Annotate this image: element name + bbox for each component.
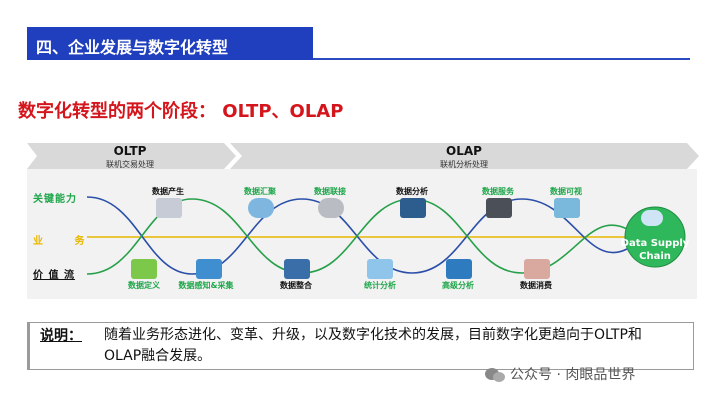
oltp-chevron <box>27 143 236 169</box>
end-node-line2: Chain <box>639 251 671 262</box>
cloud-icon <box>248 198 274 218</box>
phase-chevron-band <box>27 143 699 169</box>
end-node-circle <box>624 206 686 268</box>
row-label-capability: 关键能力 <box>33 194 77 205</box>
node-bottom-5: 高级分析 <box>442 281 474 290</box>
definition-icon <box>131 259 157 279</box>
page-title: 四、企业发展与数字化转型 <box>36 38 229 57</box>
node-top-5: 数据服务 <box>482 187 514 196</box>
node-top-1: 数据产生 <box>152 187 184 196</box>
end-node-line1: Data Supply <box>620 238 690 249</box>
note-box: 说明： 随着业务形态进化、变革、升级，以及数字化技术的发展，目前数字化更趋向于O… <box>27 322 694 370</box>
row-label-business: 业 务 <box>33 236 99 247</box>
header-divider <box>313 58 690 60</box>
watermark: 公众号 · 肉眼品世界 <box>510 367 636 383</box>
wechat-icon <box>485 368 505 382</box>
note-text: 随着业务形态进化、变革、升级，以及数字化技术的发展，目前数字化更趋向于OLTP和… <box>104 327 642 364</box>
node-top-2: 数据汇聚 <box>244 187 276 196</box>
node-bottom-3: 数据整合 <box>280 281 312 290</box>
header-bar <box>27 27 313 60</box>
statistics-chart-icon <box>367 259 393 279</box>
node-bottom-6: 数据消费 <box>520 281 552 290</box>
section-subtitle: 数字化转型的两个阶段： OLTP、OLAP <box>18 101 344 122</box>
curve-blue <box>86 196 628 275</box>
database-icon <box>156 198 182 218</box>
node-bottom-1: 数据定义 <box>128 281 160 290</box>
sensor-icon <box>196 259 222 279</box>
visualization-icon <box>554 198 580 218</box>
consumption-icon <box>524 259 550 279</box>
olap-title: OLAP <box>446 144 482 158</box>
row-label-value-stream: 价 值 流 <box>33 270 75 281</box>
olap-subtitle: 联机分析处理 <box>440 160 488 169</box>
advanced-analytics-icon <box>446 259 472 279</box>
node-bottom-4: 统计分析 <box>364 281 396 290</box>
gears-icon <box>641 210 663 226</box>
oltp-title: OLTP <box>113 144 147 158</box>
node-top-3: 数据联接 <box>314 187 346 196</box>
analytics-screen-icon <box>400 198 426 218</box>
link-icon <box>318 198 344 218</box>
node-top-4: 数据分析 <box>396 187 428 196</box>
node-bottom-2: 数据感知&采集 <box>178 281 234 290</box>
oltp-subtitle: 联机交易处理 <box>106 160 154 169</box>
node-top-6: 数据可视 <box>550 187 582 196</box>
note-label: 说明： <box>40 328 82 344</box>
tools-icon <box>486 198 512 218</box>
integration-icon <box>284 259 310 279</box>
olap-chevron <box>230 143 699 169</box>
